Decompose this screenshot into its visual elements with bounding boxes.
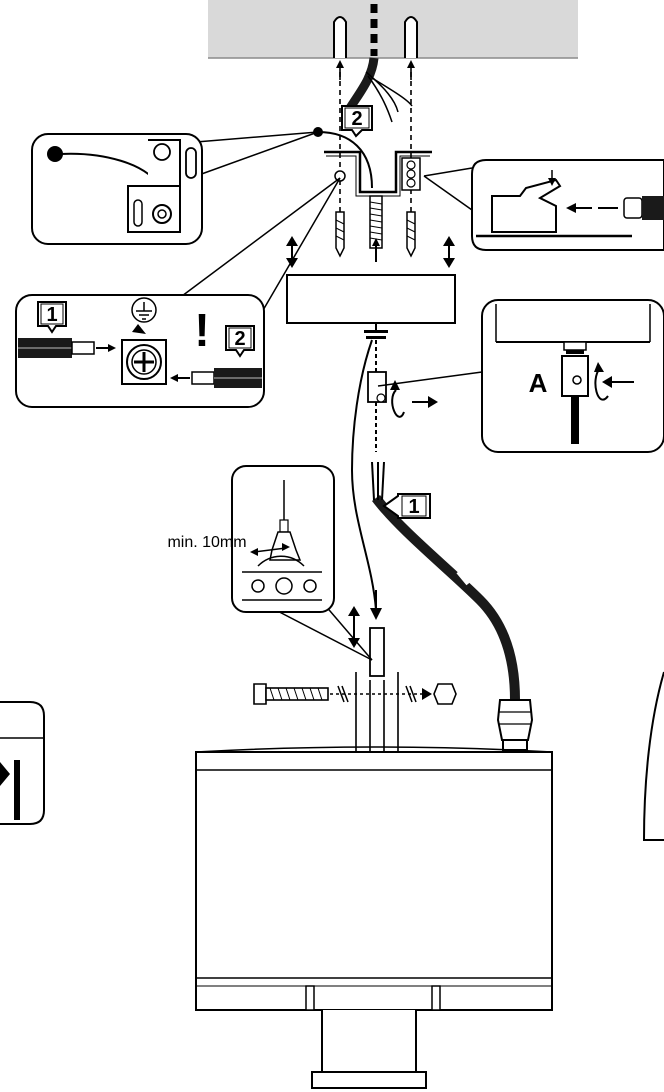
earth-terminal-callout: 1 ! 2 bbox=[15, 177, 341, 408]
warning-icon: ! bbox=[194, 304, 209, 356]
step-one-badge-cable: 1 bbox=[382, 493, 431, 519]
min-strip-label: min. 10mm bbox=[167, 534, 246, 551]
power-cable bbox=[371, 461, 534, 751]
detail-a-callout: A bbox=[377, 299, 664, 453]
strip-length-callout: min. 10mm bbox=[167, 465, 373, 661]
step-two-label: 2 bbox=[351, 108, 362, 130]
mounting-bracket bbox=[313, 127, 432, 197]
push-terminal-callout bbox=[423, 159, 664, 251]
lamp-body bbox=[195, 746, 553, 1089]
step-two-label-detail: 2 bbox=[234, 328, 245, 350]
step-two-badge-top: 2 bbox=[341, 105, 373, 138]
mains-cable bbox=[336, 57, 415, 212]
ground-bracket-callout bbox=[31, 131, 319, 245]
vertical-move-arrows bbox=[286, 236, 455, 268]
mounting-screws bbox=[335, 195, 416, 262]
cable-gripper bbox=[253, 590, 457, 752]
detail-a-label: A bbox=[529, 368, 548, 398]
left-edge-panel bbox=[0, 701, 45, 825]
step-one-label-detail: 1 bbox=[46, 304, 57, 326]
canopy bbox=[286, 274, 456, 339]
ceiling bbox=[208, 0, 578, 59]
ground-symbol-icon bbox=[131, 297, 157, 323]
suspension-cable bbox=[350, 339, 438, 611]
warning-label: ! bbox=[194, 304, 209, 356]
rotate-arrow-icon bbox=[594, 362, 609, 401]
right-edge-panel bbox=[642, 671, 664, 841]
step-one-label: 1 bbox=[408, 496, 419, 518]
